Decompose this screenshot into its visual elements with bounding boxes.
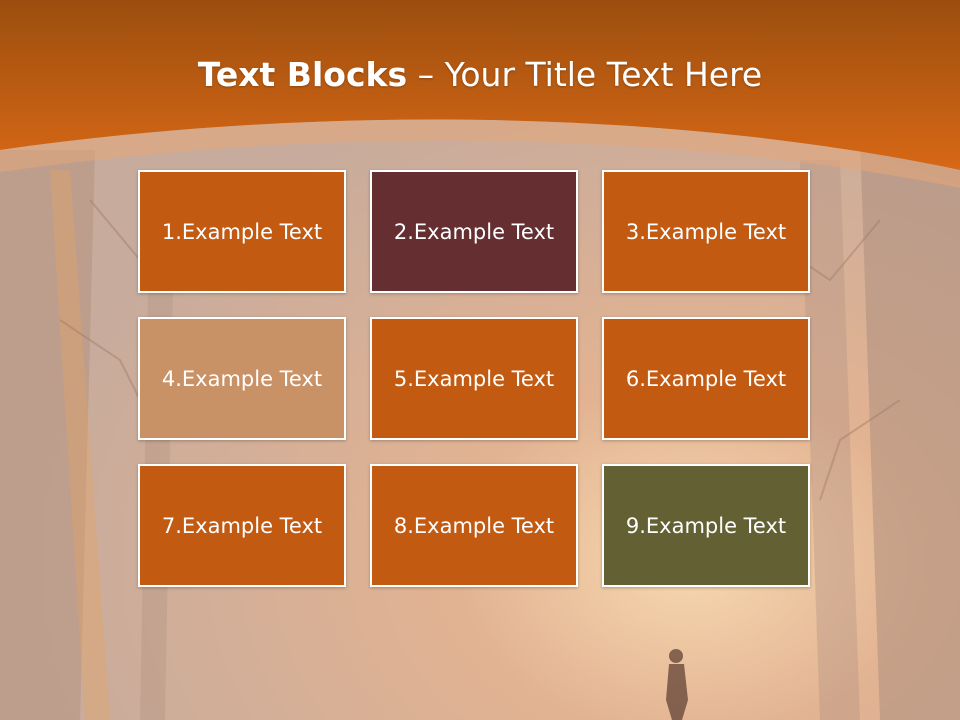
text-block-7: 7.Example Text [138,464,346,587]
text-block-label: 8.Example Text [393,513,555,538]
text-block-5: 5.Example Text [370,317,578,440]
title-dash: – [407,55,445,94]
text-block-label: 9.Example Text [625,513,787,538]
text-block-label: 7.Example Text [161,513,323,538]
text-block-label: 5.Example Text [393,366,555,391]
text-block-2: 2.Example Text [370,170,578,293]
text-block-9: 9.Example Text [602,464,810,587]
text-block-4: 4.Example Text [138,317,346,440]
title-bold: Text Blocks [197,55,408,94]
text-block-6: 6.Example Text [602,317,810,440]
slide-title: Text Blocks – Your Title Text Here [0,52,960,98]
text-block-8: 8.Example Text [370,464,578,587]
text-block-label: 3.Example Text [625,219,787,244]
text-block-1: 1.Example Text [138,170,346,293]
text-block-3: 3.Example Text [602,170,810,293]
text-block-grid: 1.Example Text 2.Example Text 3.Example … [138,170,816,594]
text-block-label: 4.Example Text [161,366,323,391]
text-block-label: 1.Example Text [161,219,323,244]
title-rest: Your Title Text Here [444,55,763,94]
text-block-label: 6.Example Text [625,366,787,391]
text-block-label: 2.Example Text [393,219,555,244]
